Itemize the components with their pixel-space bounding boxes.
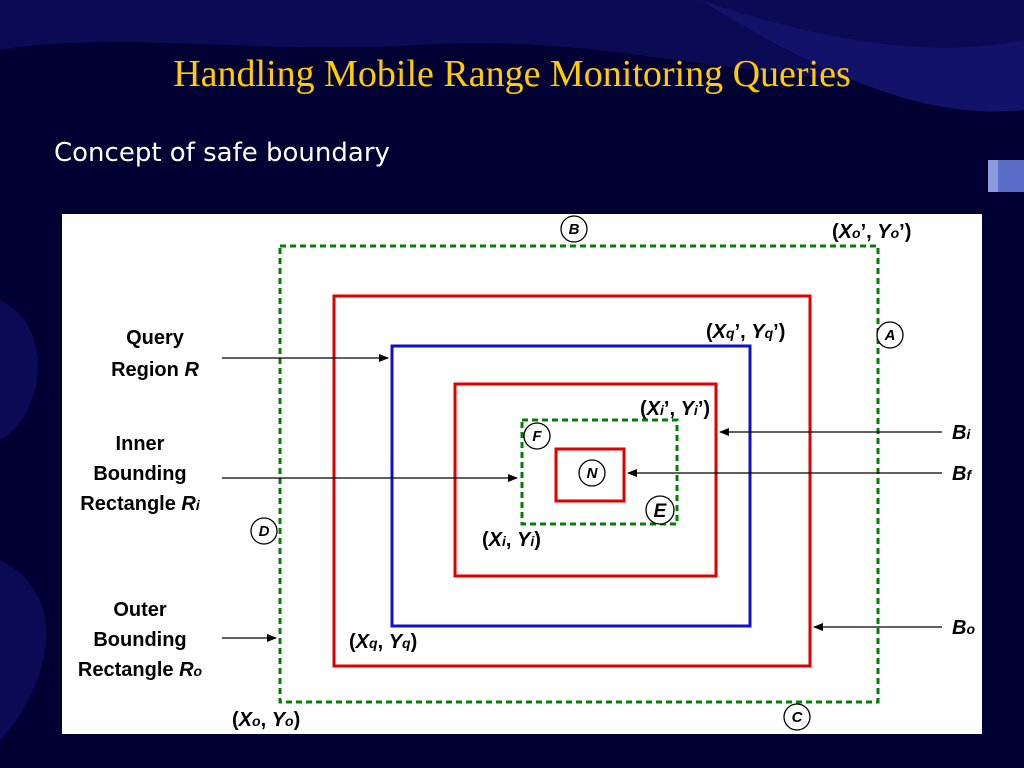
query-region-rect xyxy=(390,344,752,628)
inner-bounding-rect xyxy=(453,382,718,578)
slide-title: Handling Mobile Range Monitoring Queries xyxy=(173,53,851,95)
circle-label-f: F xyxy=(523,422,551,450)
query-region-label-line2: Region R xyxy=(111,359,199,381)
inner-label-line3: Rectangle Ri xyxy=(80,493,201,515)
circle-label-d: D xyxy=(250,517,278,545)
circle-label-b: B xyxy=(560,215,588,243)
circle-label-e: E xyxy=(645,495,675,525)
svg-text:D: D xyxy=(259,523,270,540)
coord-xo-yo: (Xo, Yo) xyxy=(232,709,300,731)
coord-xo-prime-yo-prime: (Xo’, Yo’) xyxy=(832,221,911,243)
background-swoosh-bottom xyxy=(0,560,47,740)
bf-label: Bf xyxy=(952,463,972,485)
svg-text:C: C xyxy=(792,709,804,726)
background-swoosh-top-right xyxy=(700,0,1024,112)
diagram-panel: Query Region R Inner Bounding Rectangle … xyxy=(62,214,982,734)
outer-label-line1: Outer xyxy=(113,599,167,621)
bi-label: Bi xyxy=(952,422,971,444)
background-swoosh-top xyxy=(0,0,1024,82)
coord-xi-yi: (Xi, Yi) xyxy=(482,529,541,551)
svg-text:N: N xyxy=(587,465,599,482)
coord-xi-prime-yi-prime: (Xi’, Yi’) xyxy=(640,398,710,420)
outer-safe-boundary-rect xyxy=(278,244,880,704)
coord-xq-yq: (Xq, Yq) xyxy=(349,631,417,653)
circle-label-c: C xyxy=(783,703,811,731)
coord-xq-prime-yq-prime: (Xq’, Yq’) xyxy=(706,321,785,343)
bo-label: Bo xyxy=(952,617,975,639)
outer-label-line2: Bounding xyxy=(93,629,186,651)
node-rect xyxy=(554,447,626,503)
svg-text:A: A xyxy=(884,327,896,344)
background-swoosh-mid xyxy=(0,300,38,440)
inner-label-line2: Bounding xyxy=(93,463,186,485)
query-region-label-line1: Query xyxy=(126,327,185,349)
outer-bounding-rect xyxy=(332,294,812,668)
svg-text:E: E xyxy=(654,501,668,522)
outer-label-line3: Rectangle Ro xyxy=(78,659,203,681)
slide-subtitle: Concept of safe boundary xyxy=(54,138,390,168)
circle-label-n: N xyxy=(578,459,606,487)
svg-text:F: F xyxy=(532,428,542,445)
inner-label-line1: Inner xyxy=(116,433,165,455)
inner-safe-boundary-rect xyxy=(520,418,679,526)
safe-boundary-diagram: Query Region R Inner Bounding Rectangle … xyxy=(78,215,975,731)
circle-label-a: A xyxy=(876,321,904,349)
svg-text:B: B xyxy=(569,221,580,238)
